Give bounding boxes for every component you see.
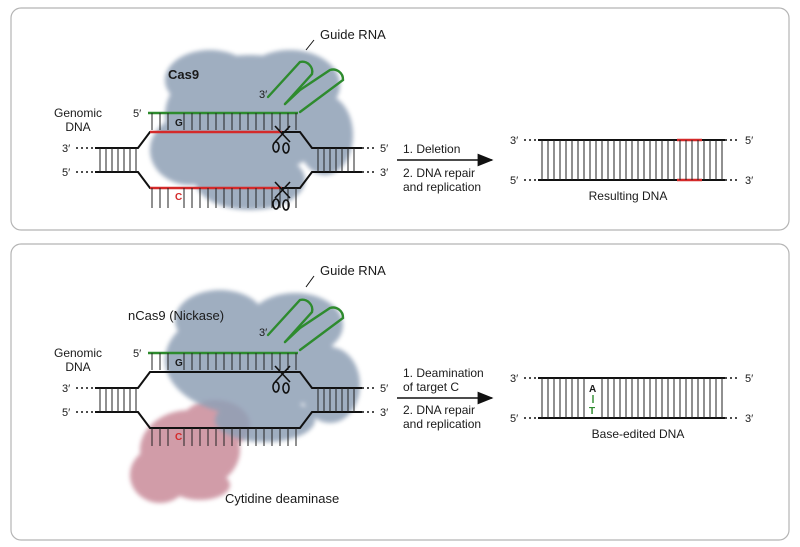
right-dna-rungs-2 — [317, 388, 355, 412]
guide-rna-shape — [266, 60, 345, 114]
base-g-bottom: G — [175, 358, 183, 369]
ncas9-label: nCas9 (Nickase) — [128, 308, 224, 323]
step-deamination-2: of target C — [403, 380, 459, 394]
step-deamination-1: 1. Deamination — [403, 366, 484, 380]
result-left-5prime: 5′ — [510, 175, 518, 187]
left-dna-rungs-2 — [99, 388, 137, 412]
bottom-strand-rungs — [151, 188, 297, 208]
edited-right-5prime: 5′ — [745, 373, 753, 385]
left-top-5prime: 5′ — [133, 108, 141, 120]
guide-rna-pointer-2 — [305, 275, 315, 288]
guide-rna-label: Guide RNA — [320, 27, 386, 42]
left-mid-3prime: 3′ — [62, 143, 70, 155]
genomic-dna-label-1: Genomic — [54, 106, 102, 120]
left-bot-5prime: 5′ — [62, 167, 70, 179]
guide-rna-pointer — [305, 39, 315, 51]
dna-bottom-strand-2 — [95, 411, 362, 429]
cas9-protein-shape — [150, 50, 353, 210]
right-top-5prime: 5′ — [380, 143, 388, 155]
base-c-bottom: C — [175, 432, 182, 443]
right-top-5prime-2: 5′ — [380, 383, 388, 395]
bottom-strand-rungs-2 — [151, 428, 297, 446]
dotted-ends-2 — [76, 387, 376, 413]
left-top-5prime-2: 5′ — [133, 348, 141, 360]
step-repair-3: 2. DNA repair — [403, 403, 475, 417]
step-repair-2: and replication — [403, 180, 481, 194]
scissors-icon — [272, 125, 291, 154]
resulting-dna-label: Resulting DNA — [589, 189, 668, 203]
base-c-top: C — [175, 192, 182, 203]
cytidine-deaminase-label: Cytidine deaminase — [225, 491, 339, 506]
edited-left-3prime: 3′ — [510, 373, 518, 385]
base-edited-dna-label: Base-edited DNA — [592, 427, 685, 441]
cas9-label: Cas9 — [168, 67, 199, 82]
guide-rna-label-2: Guide RNA — [320, 263, 386, 278]
guide-rna-shape-2 — [266, 298, 345, 352]
step-repair-1: 2. DNA repair — [403, 166, 475, 180]
step-deletion: 1. Deletion — [403, 142, 460, 156]
dna-top-strand-2 — [95, 371, 362, 389]
top-panel-border — [10, 7, 790, 231]
scissors-icon-bottom — [272, 181, 291, 211]
right-bot-3prime: 3′ — [380, 167, 388, 179]
edited-base-t: T — [589, 406, 595, 417]
edited-left-5prime: 5′ — [510, 413, 518, 425]
base-g-top: G — [175, 118, 183, 129]
result-right-5prime: 5′ — [745, 135, 753, 147]
dotted-ends — [76, 147, 376, 173]
cytidine-deaminase-shape — [130, 400, 250, 503]
result-rungs — [541, 140, 723, 180]
genomic-dna-label-3: Genomic — [54, 346, 102, 360]
edited-base-a: A — [589, 384, 596, 395]
edited-right-3prime: 3′ — [745, 413, 753, 425]
genomic-dna-label-2: DNA — [65, 120, 90, 134]
left-mid-3prime-2: 3′ — [62, 383, 70, 395]
result-right-3prime: 3′ — [745, 175, 753, 187]
right-bot-3prime-2: 3′ — [380, 407, 388, 419]
step-repair-4: and replication — [403, 417, 481, 431]
result-left-3prime: 3′ — [510, 135, 518, 147]
right-dna-rungs — [317, 148, 355, 172]
top-panel: Guide RNA Cas9 Genomic DNA 3′ 5′ 3′ 5′ 5… — [10, 7, 790, 231]
scissors-icon-2 — [272, 365, 291, 394]
genomic-dna-label-4: DNA — [65, 360, 90, 374]
left-bot-5prime-2: 5′ — [62, 407, 70, 419]
edited-dotted-ends — [524, 377, 740, 419]
edited-rungs — [541, 378, 723, 418]
left-dna-rungs — [99, 148, 137, 172]
bottom-panel-border — [10, 243, 790, 541]
rna-3prime-label-2: 3′ — [259, 327, 267, 339]
result-dotted-ends — [524, 139, 740, 181]
bottom-panel: Guide RNA nCas9 (Nickase) Genomic DNA 3′… — [10, 243, 790, 541]
rna-3prime-label: 3′ — [259, 89, 267, 101]
rna-rungs — [151, 113, 297, 130]
